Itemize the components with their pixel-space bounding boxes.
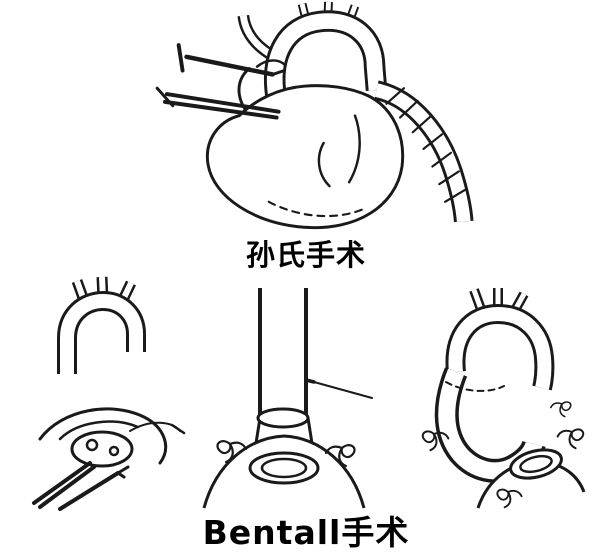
cross-clamp-icon — [176, 43, 286, 77]
suture-knot-icon — [550, 401, 572, 418]
aortic-arch — [57, 291, 146, 374]
sun-procedure-label: 孙氏手术 — [245, 238, 366, 272]
scissors-icon — [58, 465, 130, 511]
anastomosis-suture-line — [445, 381, 505, 392]
heart-body — [205, 84, 405, 230]
needle-icon — [306, 378, 373, 399]
graft-tube — [252, 288, 316, 458]
aortic-arch — [264, 10, 388, 102]
valved-conduit-anastomosis-illustration — [202, 288, 373, 509]
forceps-icon — [32, 461, 96, 509]
suture-thread — [129, 421, 186, 435]
completed-graft-illustration — [421, 288, 586, 509]
aortic-root-excision-illustration — [32, 407, 186, 511]
stent-hatch-marks — [385, 87, 466, 203]
stent-graft — [373, 80, 474, 223]
bentall-step-1 — [26, 274, 186, 511]
bentall-procedure-label: Bentall手术 — [202, 513, 410, 552]
valve-sewing-ring — [248, 451, 320, 485]
bentall-procedure-figure: Bentall手术 — [0, 274, 612, 559]
valve-root — [509, 448, 563, 480]
aortic-arch — [445, 304, 555, 391]
surgical-clamp-icon — [155, 86, 281, 120]
sun-procedure-figure: 孙氏手术 — [126, 0, 486, 274]
aortic-arch-segment-illustration — [57, 276, 146, 374]
suture-knot-icon — [556, 428, 585, 450]
coronary-vessels — [317, 114, 361, 188]
aortic-root — [38, 407, 167, 468]
bentall-steps-row — [0, 274, 612, 511]
suture-line — [267, 200, 368, 218]
sun-procedure-illustration — [155, 1, 474, 230]
